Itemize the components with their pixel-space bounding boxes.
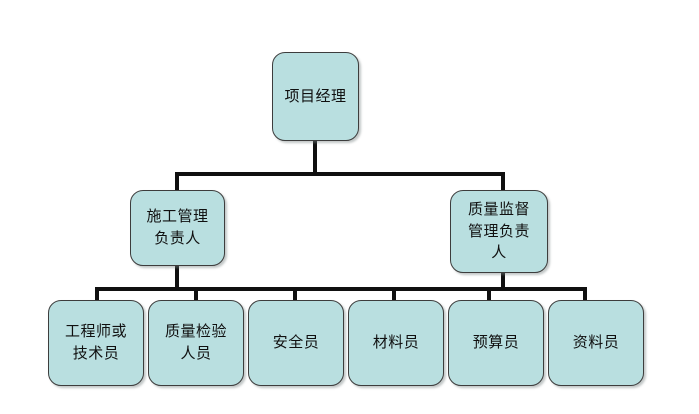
connector-construction-stem bbox=[175, 266, 179, 290]
connector-quality-stem bbox=[501, 273, 505, 290]
connector-root-stem bbox=[313, 140, 317, 176]
connector-drop-safety-officer bbox=[293, 287, 297, 303]
connector-drop-quality-inspector bbox=[194, 287, 198, 303]
connector-drop-engineer-technician bbox=[95, 287, 99, 303]
node-safety-officer[interactable]: 安全员 bbox=[248, 300, 344, 386]
node-safety-officer-label: 安全员 bbox=[272, 333, 320, 352]
node-budget-officer[interactable]: 预算员 bbox=[448, 300, 544, 386]
node-budget-officer-label: 预算员 bbox=[472, 333, 520, 352]
connector-level2-bus bbox=[175, 172, 505, 176]
node-documentation-clerk[interactable]: 资料员 bbox=[548, 300, 644, 386]
node-project-manager[interactable]: 项目经理 bbox=[272, 52, 359, 141]
node-quality-supervision-label: 质量监督 管理负责 人 bbox=[467, 199, 530, 262]
connector-drop-materials-clerk bbox=[392, 287, 396, 303]
node-construction-management-label: 施工管理 负责人 bbox=[146, 207, 209, 247]
node-quality-inspector[interactable]: 质量检验 人员 bbox=[148, 300, 244, 386]
node-materials-clerk-label: 材料员 bbox=[372, 333, 420, 352]
connector-level3-bus bbox=[95, 287, 587, 291]
node-engineer-technician[interactable]: 工程师或 技术员 bbox=[48, 300, 144, 386]
node-materials-clerk[interactable]: 材料员 bbox=[348, 300, 444, 386]
node-engineer-technician-label: 工程师或 技术员 bbox=[64, 322, 127, 362]
node-project-manager-label: 项目经理 bbox=[284, 86, 347, 105]
connector-drop-construction bbox=[175, 172, 179, 192]
node-documentation-clerk-label: 资料员 bbox=[572, 333, 620, 352]
node-quality-inspector-label: 质量检验 人员 bbox=[164, 322, 227, 362]
node-quality-supervision[interactable]: 质量监督 管理负责 人 bbox=[450, 190, 548, 273]
connector-drop-documentation-clerk bbox=[583, 287, 587, 303]
connector-drop-quality bbox=[501, 172, 505, 192]
node-construction-management[interactable]: 施工管理 负责人 bbox=[130, 190, 225, 266]
connector-drop-budget-officer bbox=[487, 287, 491, 303]
